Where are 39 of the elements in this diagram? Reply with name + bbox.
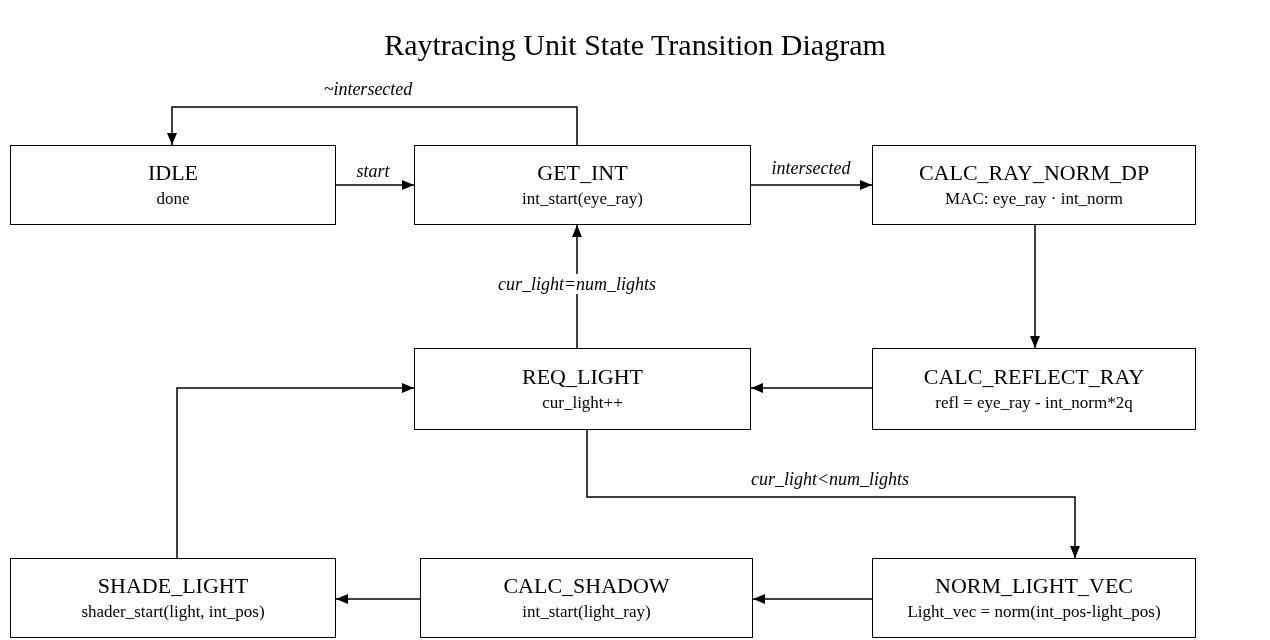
edge-label: intersected — [770, 158, 852, 178]
state-action: done — [156, 189, 190, 209]
state-name: IDLE — [147, 161, 199, 185]
transition-arrow — [1030, 224, 1040, 349]
state-name: REQ_LIGHT — [522, 365, 643, 389]
state-name: NORM_LIGHT_VEC — [935, 574, 1133, 598]
state-action: MAC: eye_ray · int_norm — [945, 189, 1123, 209]
edge-label: ~intersected — [322, 79, 414, 99]
state-name: SHADE_LIGHT — [97, 574, 249, 598]
transition-arrow — [335, 594, 421, 604]
state-action: int_start(eye_ray) — [522, 189, 643, 209]
state-name: CALC_REFLECT_RAY — [923, 365, 1145, 389]
state-box — [420, 558, 753, 638]
edge-label: cur_light=num_lights — [495, 274, 659, 294]
state-action: Light_vec = norm(int_pos-light_pos) — [907, 602, 1161, 622]
state-name: GET_INT — [537, 161, 628, 185]
state-name: CALC_RAY_NORM_DP — [918, 161, 1150, 185]
transition-arrow — [167, 106, 578, 146]
state-box — [872, 348, 1196, 430]
state-box — [10, 145, 336, 225]
state-action: int_start(light_ray) — [522, 602, 651, 622]
edge-label: start — [355, 161, 391, 181]
diagram-title: Raytracing Unit State Transition Diagram — [384, 28, 886, 62]
state-box — [10, 558, 336, 638]
state-action: shader_start(light, int_pos) — [81, 602, 265, 622]
state-box — [872, 145, 1196, 225]
transition-arrow — [586, 429, 1080, 559]
state-name: CALC_SHADOW — [503, 574, 670, 598]
transition-arrow — [750, 383, 873, 393]
state-action: cur_light++ — [542, 393, 623, 413]
state-box — [414, 348, 751, 430]
state-box — [414, 145, 751, 225]
transition-arrow — [176, 383, 415, 559]
edge-label: cur_light<num_lights — [749, 469, 911, 489]
transition-arrow — [750, 180, 873, 190]
transition-arrow — [335, 180, 415, 190]
state-action: refl = eye_ray - int_norm*2q — [935, 393, 1133, 413]
state-box — [872, 558, 1196, 638]
transition-arrow — [752, 594, 873, 604]
